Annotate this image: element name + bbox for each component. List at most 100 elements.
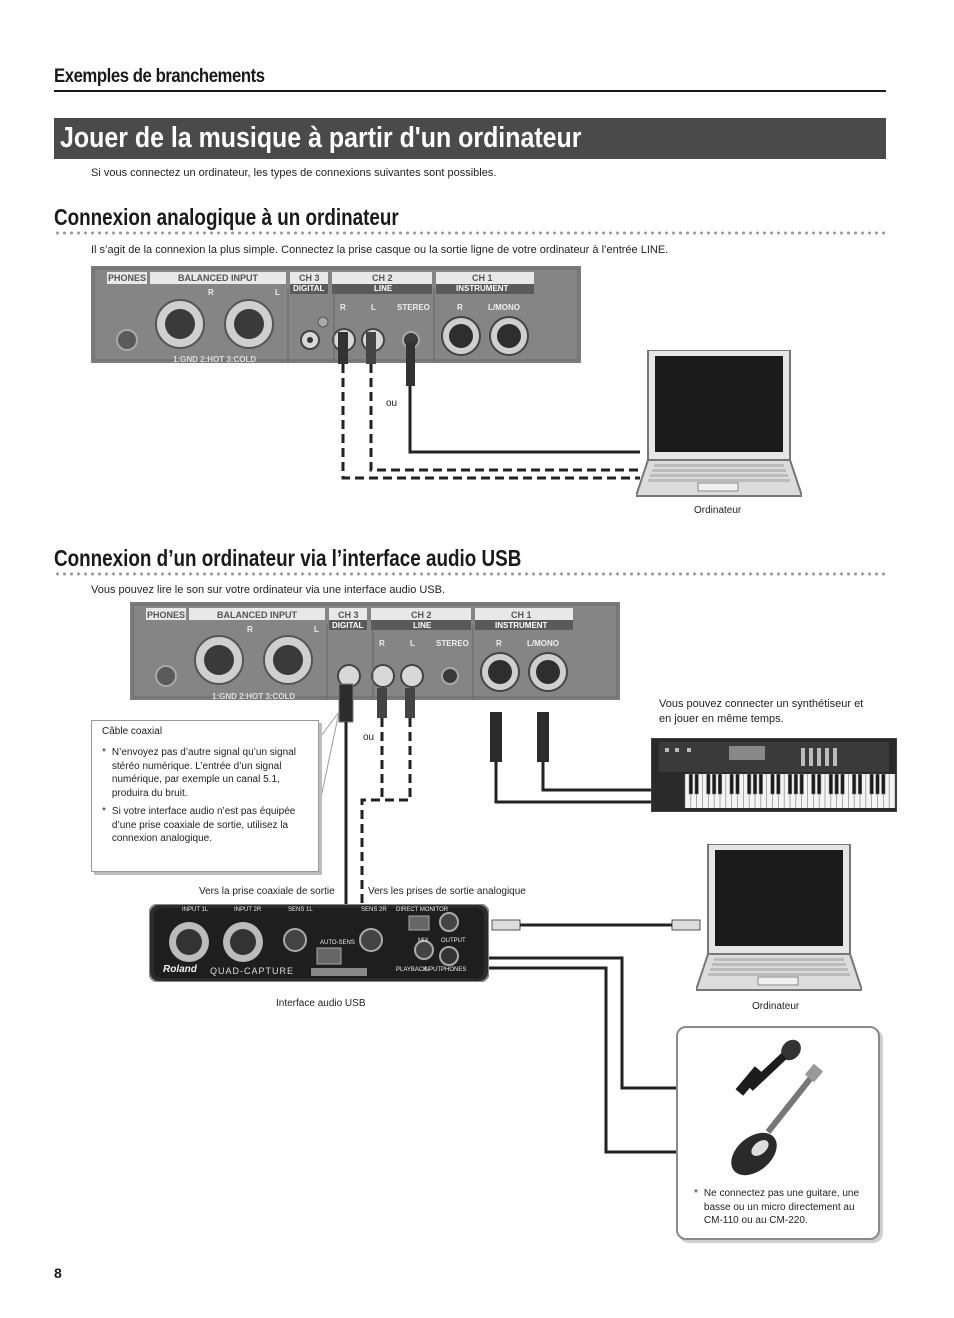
black-key	[875, 773, 880, 795]
panel-label-rca-l: L	[371, 303, 376, 312]
usb-audio-interface	[149, 904, 489, 982]
guitar-note-line: basse ou un micro directement au	[703, 1201, 855, 1213]
guitar-note-line: Ne connectez pas une guitare, une	[703, 1188, 860, 1199]
panel-label-jack-r: R	[457, 303, 463, 312]
dotted-divider	[54, 231, 886, 235]
asterisk: *	[102, 806, 106, 817]
black-key	[776, 773, 781, 795]
interface-input: INPUT	[423, 967, 441, 973]
panel-label-ch1: CH 1	[472, 273, 493, 283]
black-key	[852, 773, 857, 795]
black-key	[793, 773, 798, 795]
interface-input-1l: INPUT 1L	[182, 907, 209, 913]
panel-label-ch2: CH 2	[372, 273, 393, 283]
interface-playback: PLAYBACK	[396, 967, 428, 973]
coax-note-2: * Si votre interface audio n’est pas équ…	[102, 805, 295, 846]
mixer-rear-panel-2	[130, 602, 620, 700]
black-key	[787, 773, 793, 795]
panel-label-xlr-l: L	[275, 288, 280, 297]
intro-text: Si vous connectez un ordinateur, les typ…	[91, 167, 497, 179]
panel2-label-balanced: BALANCED INPUT	[217, 610, 297, 620]
black-key	[729, 773, 734, 795]
asterisk: *	[102, 747, 106, 758]
interface-mix: MIX	[418, 938, 429, 944]
coax-note-1-line: produira du bruit.	[111, 787, 188, 799]
black-key	[834, 773, 839, 795]
black-key	[712, 773, 717, 795]
coax-note-1-line: N’envoyez pas d’autre signal qu’un signa…	[111, 747, 296, 758]
interface-sens-2r: SENS 2R	[361, 907, 387, 913]
panel-label-stereo: STEREO	[397, 303, 430, 312]
section-rule	[54, 90, 886, 92]
guitar-note: * Ne connectez pas une guitare, une bass…	[694, 1187, 859, 1228]
interface-model: QUAD-CAPTURE	[210, 966, 295, 976]
interface-label: Interface audio USB	[276, 998, 366, 1009]
panel-label-rca-r: R	[340, 303, 346, 312]
interface-auto-sens: AUTO-SENS	[320, 940, 355, 946]
panel2-label-rca-l: L	[410, 639, 415, 648]
panel2-label-xlr-r: R	[247, 625, 253, 634]
black-key	[752, 773, 758, 795]
black-key	[840, 773, 845, 795]
guitar-icon	[731, 1063, 824, 1176]
section-label: Exemples de branchements	[54, 66, 265, 87]
black-key	[717, 773, 723, 795]
interface-direct-monitor: DIRECT MONITOR	[396, 907, 449, 913]
page-number: 8	[54, 1265, 62, 1281]
coax-callout	[91, 720, 319, 872]
panel2-label-ch2: CH 2	[411, 610, 432, 620]
or-label-2: ou	[363, 732, 375, 743]
panel-label-lmono: L/MONO	[488, 303, 520, 312]
to-coax-out-label: Vers la prise coaxiale de sortie	[199, 886, 335, 897]
laptop-2	[696, 844, 862, 991]
asterisk: *	[694, 1188, 698, 1199]
black-key	[869, 773, 874, 795]
panel2-label-xlr-l: L	[314, 625, 319, 634]
title-bar	[54, 118, 886, 159]
black-key	[799, 773, 804, 795]
black-key	[694, 773, 699, 795]
to-analog-out-label: Vers les prises de sortie analogique	[368, 886, 526, 897]
panel2-label-ch3: CH 3	[338, 610, 359, 620]
analog-heading: Connexion analogique à un ordinateur	[54, 204, 399, 230]
panel-label-line: LINE	[374, 284, 393, 293]
coax-note-1-line: stéréo numérique. L’entrée d’un signal	[111, 760, 282, 772]
panel2-label-line: LINE	[413, 621, 432, 630]
usb-text: Vous pouvez lire le son sur votre ordina…	[91, 584, 446, 596]
usb-heading: Connexion d’un ordinateur via l’interfac…	[54, 545, 522, 571]
synthesizer-keyboard	[651, 738, 897, 812]
black-key	[770, 773, 775, 795]
guitar-note-line: CM-110 ou au CM-220.	[703, 1215, 808, 1226]
interface-phones: PHONES	[441, 967, 467, 973]
interface-brand: Roland	[163, 964, 197, 975]
coax-note-2-line: d’une prise coaxiale de sortie, utilisez…	[111, 819, 289, 831]
black-key	[706, 773, 711, 795]
panel2-label-pinout: 1:GND 2:HOT 3:COLD	[212, 692, 296, 701]
analog-text: Il s’agit de la connexion la plus simple…	[91, 244, 669, 256]
panel-label-phones: PHONES	[108, 273, 147, 283]
coax-note-1: * N’envoyez pas d’autre signal qu’un sig…	[102, 746, 296, 800]
laptop-1	[636, 350, 802, 497]
dotted-divider	[54, 572, 886, 576]
black-key	[881, 773, 886, 795]
mic-and-guitar	[731, 1039, 824, 1176]
black-key	[817, 773, 822, 795]
coax-note-1-line: numérique, par exemple un canal 5.1,	[111, 774, 280, 785]
panel2-label-stereo: STEREO	[436, 639, 469, 648]
mixer-rear-panel	[91, 266, 581, 363]
panel2-label-ch1: CH 1	[511, 610, 532, 620]
black-key	[758, 773, 763, 795]
black-key	[735, 773, 740, 795]
panel2-label-rca-r: R	[379, 639, 385, 648]
panel2-label-digital: DIGITAL	[332, 621, 364, 630]
panel-label-digital: DIGITAL	[293, 284, 325, 293]
panel-label-xlr-r: R	[208, 288, 214, 297]
synth-note-line-2: en jouer en même temps.	[659, 713, 784, 725]
panel-label-balanced: BALANCED INPUT	[178, 273, 258, 283]
panel2-label-lmono: L/MONO	[527, 639, 559, 648]
microphone-icon	[735, 1039, 801, 1096]
black-key	[828, 773, 833, 795]
panel2-label-phones: PHONES	[147, 610, 186, 620]
coax-title: Câble coaxial	[102, 726, 163, 737]
